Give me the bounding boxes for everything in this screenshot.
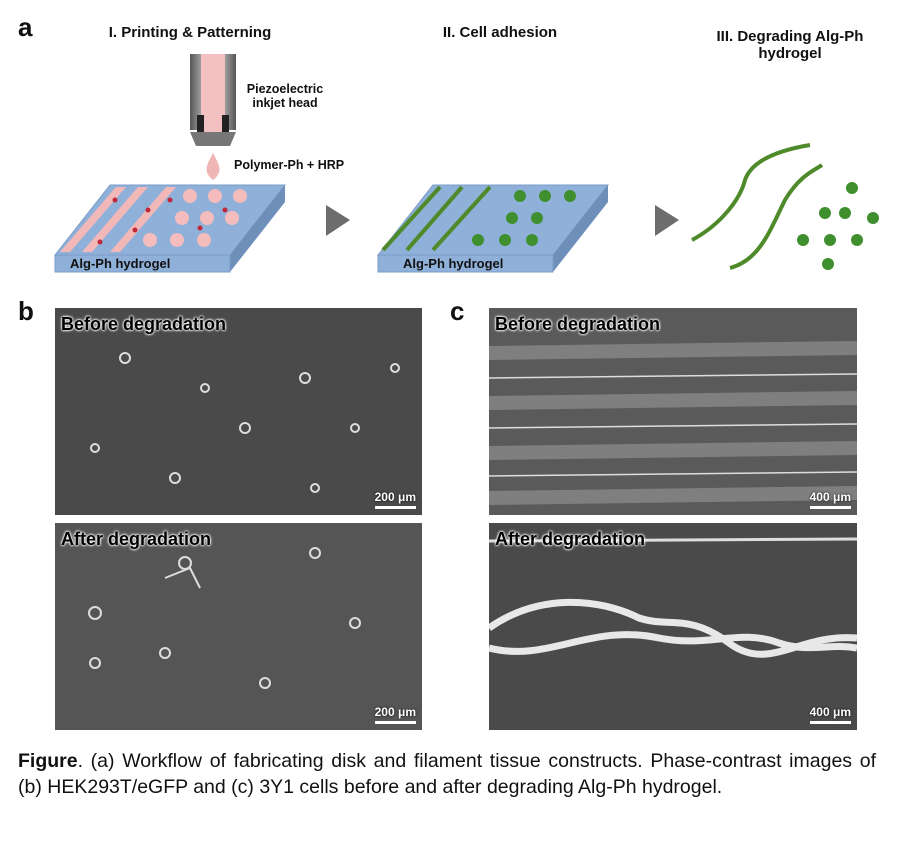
panel-c-label: c (450, 296, 465, 326)
substrate-label-2: Alg-Ph hydrogel (403, 256, 504, 271)
step-1-title: I. Printing & Patterning (108, 24, 272, 41)
inkjet-label-2: inkjet head (252, 96, 318, 110)
scale-bar: 400 μm (809, 490, 851, 509)
inkjet-label-1: Piezoelectric (246, 82, 324, 96)
scale-label: 200 μm (374, 705, 416, 719)
arrow-icon (655, 205, 679, 236)
inkjet-head-icon (190, 54, 236, 180)
scale-bar: 200 μm (374, 705, 416, 724)
photo-c-after: After degradation 400 μm (489, 523, 857, 730)
step-2-title: II. Cell adhesion (442, 24, 558, 41)
photo-c-before: Before degradation 400 μm (489, 308, 857, 515)
scale-label: 200 μm (374, 490, 416, 504)
caption-text: . (a) Workflow of fabricating disk and f… (18, 750, 876, 798)
photo-title: After degradation (495, 529, 646, 549)
arrow-icon (326, 205, 350, 236)
photo-b-before: Before degradation 200 μm (55, 308, 422, 515)
panel-b-label: b (18, 296, 34, 326)
workflow-illustration (53, 54, 879, 273)
hydrogel-plate-1 (53, 184, 287, 273)
photo-title: Before degradation (61, 314, 227, 334)
scale-label: 400 μm (809, 705, 851, 719)
scale-bar: 200 μm (374, 490, 416, 509)
substrate-label-1: Alg-Ph hydrogel (70, 256, 171, 271)
step-3-line2: hydrogel (758, 45, 822, 62)
photo-title: Before degradation (495, 314, 661, 334)
scale-bar: 400 μm (809, 705, 851, 724)
photo-b-after: After degradation 200 μm (55, 523, 422, 730)
figure-caption: Figure. (a) Workflow of fabricating disk… (18, 748, 876, 800)
droplet-label: Polymer-Ph + HRP (234, 158, 345, 172)
degraded-filaments (691, 143, 824, 270)
scale-label: 400 μm (809, 490, 851, 504)
photo-title: After degradation (61, 529, 212, 549)
hydrogel-plate-2 (376, 184, 610, 273)
free-cells (797, 182, 879, 270)
caption-lead: Figure (18, 750, 78, 772)
panel-a-label: a (18, 12, 33, 42)
droplet-icon (206, 153, 220, 180)
step-3-line1: III. Degrading Alg-Ph (716, 28, 864, 45)
